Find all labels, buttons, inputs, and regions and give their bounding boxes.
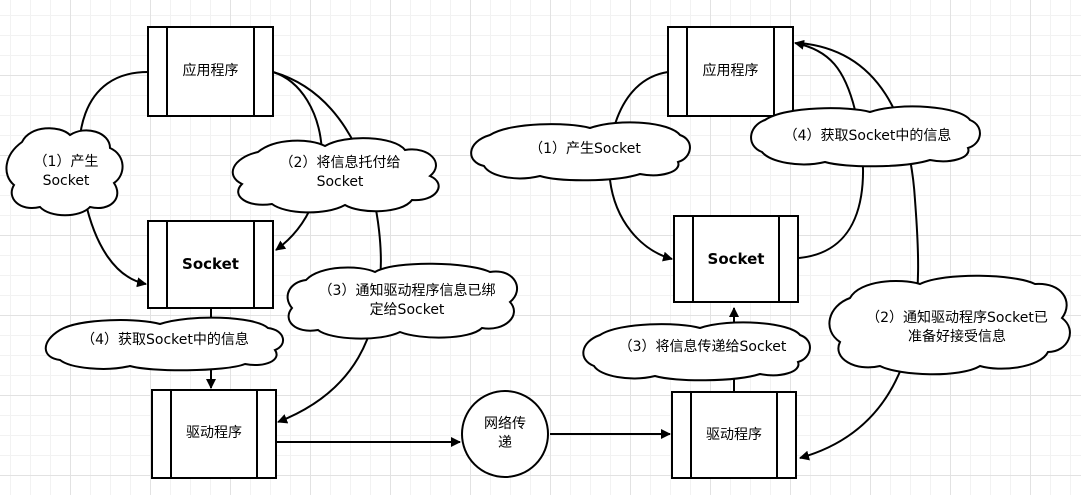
left-step3-line1: （3）通知驱动程序信息已绑 — [318, 283, 496, 299]
right-step2-label: （2）通知驱动程序Socket已 准备好接受信息 — [842, 309, 1072, 347]
right-step4-cloud — [750, 105, 981, 168]
left-step2-cloud — [231, 137, 440, 214]
left-step2-line2: Socket — [316, 174, 364, 190]
network-node — [461, 390, 549, 478]
left-step3-line2: 定给Socket — [369, 302, 445, 318]
left-step1-line1: （1）产生 — [33, 154, 99, 170]
left-step3-cloud — [286, 262, 519, 340]
right-app-box — [667, 26, 794, 117]
left-step3-label: （3）通知驱动程序信息已绑 定给Socket — [292, 282, 522, 320]
right-driver-box — [671, 391, 797, 479]
network-label-line2: 递 — [498, 435, 512, 451]
left-driver-label: 驱动程序 — [186, 425, 242, 441]
right-app-label: 应用程序 — [702, 63, 759, 79]
network-label-line1: 网络传 — [484, 416, 526, 432]
left-socket-box — [147, 220, 274, 309]
left-step2-line1: （2）将信息托付给 — [279, 155, 401, 171]
right-step3-label: （3）将信息传递给Socket — [618, 339, 787, 355]
left-driver-box — [151, 389, 277, 479]
right-edge-notify-ready — [798, 42, 920, 461]
left-step1-label: （1）产生 Socket — [6, 153, 126, 191]
right-step2-line2: 准备好接受信息 — [908, 329, 1006, 345]
right-step3-cloud — [582, 321, 811, 382]
left-socket-label: Socket — [182, 255, 239, 273]
left-app-box — [147, 26, 274, 117]
left-edge-notify-driver — [272, 71, 382, 424]
left-app-label: 应用程序 — [182, 63, 239, 79]
right-step2-cloud — [828, 274, 1071, 376]
right-socket-box — [673, 215, 799, 303]
right-step4-label: （4）获取Socket中的信息 — [783, 128, 952, 144]
left-step4-label: （4）获取Socket中的信息 — [81, 332, 249, 348]
right-driver-label: 驱动程序 — [706, 427, 762, 443]
left-step4-cloud — [44, 316, 284, 372]
left-step2-label: （2）将信息托付给 Socket — [240, 154, 440, 192]
right-socket-label: Socket — [707, 250, 765, 268]
right-step2-line1: （2）通知驱动程序Socket已 — [866, 310, 1048, 326]
network-label: 网络传 递 — [462, 415, 548, 453]
left-step1-line2: Socket — [42, 173, 90, 189]
left-step1-cloud — [5, 127, 124, 217]
right-step1-cloud — [470, 121, 691, 182]
right-step1-label: （1）产生Socket — [529, 141, 641, 157]
